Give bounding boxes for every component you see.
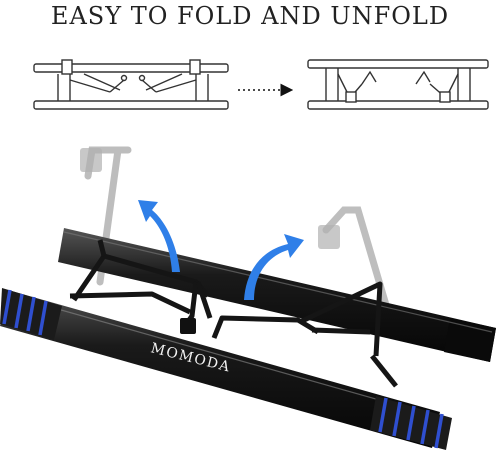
headline: EASY TO FOLD AND UNFOLD [50,2,450,30]
foam-grip-right [370,396,452,450]
folded-diagram [33,59,229,110]
unfolded-diagram [307,59,489,110]
upper-bar [58,228,496,362]
fold-direction-arrow-icon [138,200,180,272]
unfolded-top-bar [307,59,489,69]
unfold-direction-arrow-icon [244,234,304,300]
ghost-hook-right [322,206,390,309]
foam-grip-left [0,288,62,340]
frame-arms [69,239,398,388]
lower-bar [0,290,440,448]
folded-bottom-bar [33,100,229,110]
folded-top-bar [33,63,229,73]
unfolded-bottom-bar [307,100,489,110]
